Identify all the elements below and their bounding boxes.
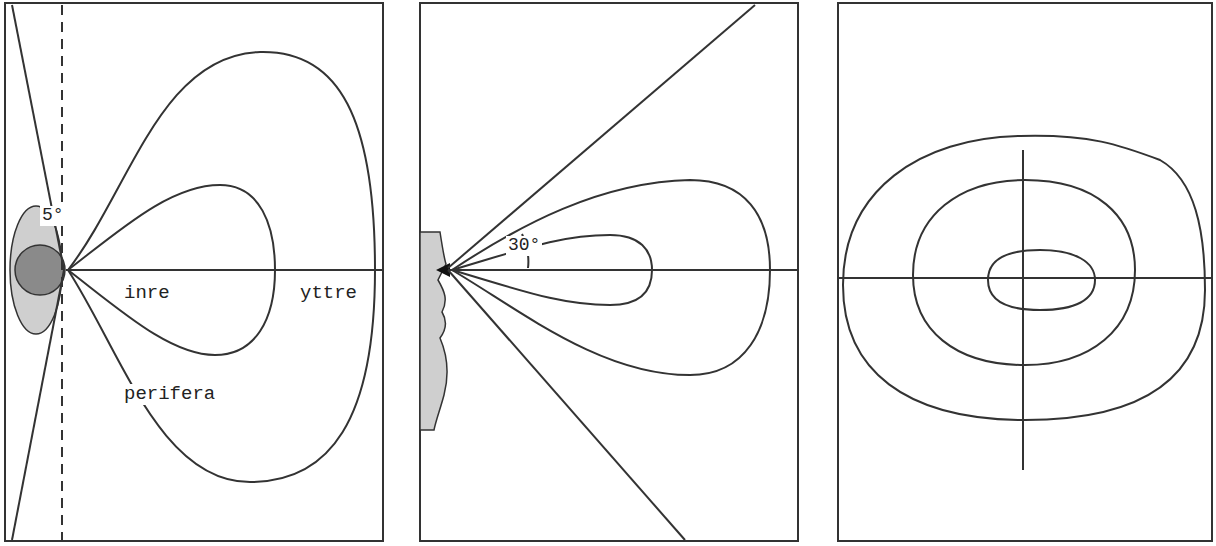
outer-field xyxy=(452,180,770,375)
angle-line xyxy=(448,270,685,540)
sight-axis xyxy=(66,269,383,271)
panel-frame xyxy=(5,3,383,541)
face-profile xyxy=(420,232,447,430)
angle-line xyxy=(448,5,755,268)
inner-field xyxy=(988,250,1095,310)
inner-field xyxy=(68,185,275,355)
angle-line xyxy=(12,5,64,270)
horizontal-axis xyxy=(838,277,1212,279)
middle-field xyxy=(913,180,1135,365)
head-top xyxy=(15,245,65,295)
panel-frame xyxy=(420,3,798,541)
zone-label: perifera xyxy=(122,384,217,405)
panel-frame xyxy=(838,3,1212,541)
angle-line xyxy=(12,270,64,540)
angle-label: 5° xyxy=(40,206,66,226)
outer-field xyxy=(843,136,1205,420)
zone-label: inre xyxy=(122,283,172,304)
zone-label: yttre xyxy=(298,283,359,304)
eye xyxy=(436,263,450,277)
angle-label: 30° xyxy=(506,236,542,256)
inner-field xyxy=(452,235,652,305)
sight-axis xyxy=(448,269,798,271)
outer-field xyxy=(68,52,375,482)
